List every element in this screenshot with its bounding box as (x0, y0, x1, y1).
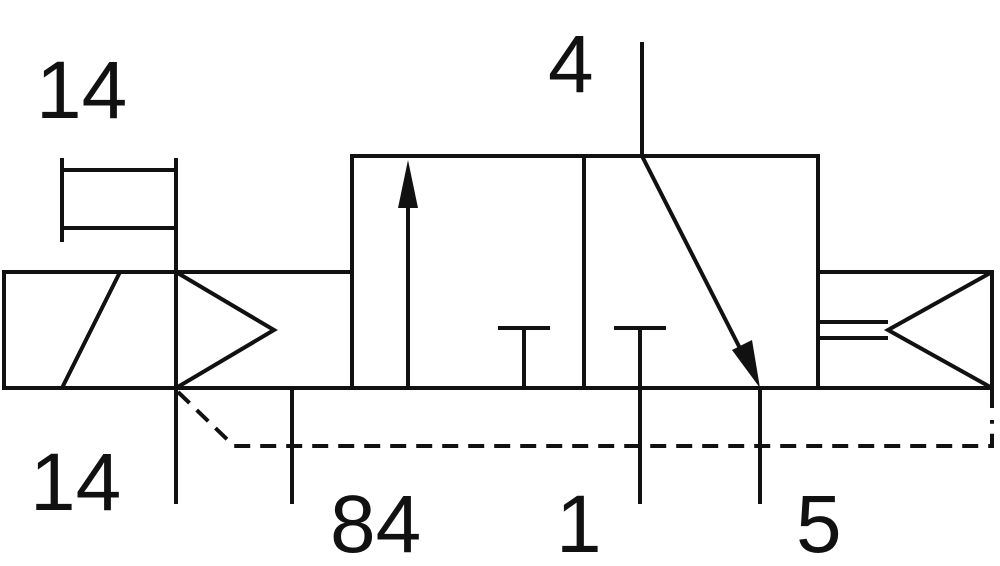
pilot-exhaust-dashed-line (176, 390, 994, 448)
pilot-triangle-left (174, 270, 278, 390)
pilot-connection-box (176, 270, 352, 390)
solenoid-actuator (2, 270, 178, 390)
manual-override-bracket (60, 158, 176, 242)
label-port-4: 4 (548, 19, 594, 110)
return-actuator-right (816, 270, 994, 408)
label-pilot-14-bottom: 14 (30, 437, 121, 528)
flow-arrow-diagonal (640, 155, 760, 388)
flow-arrow-up (398, 160, 418, 388)
label-port-1: 1 (556, 479, 602, 566)
blocked-port-right (614, 326, 666, 388)
label-port-84: 84 (330, 479, 421, 566)
label-pilot-14-top: 14 (36, 45, 127, 136)
blocked-port-left (498, 326, 550, 388)
label-port-5: 5 (796, 479, 842, 566)
